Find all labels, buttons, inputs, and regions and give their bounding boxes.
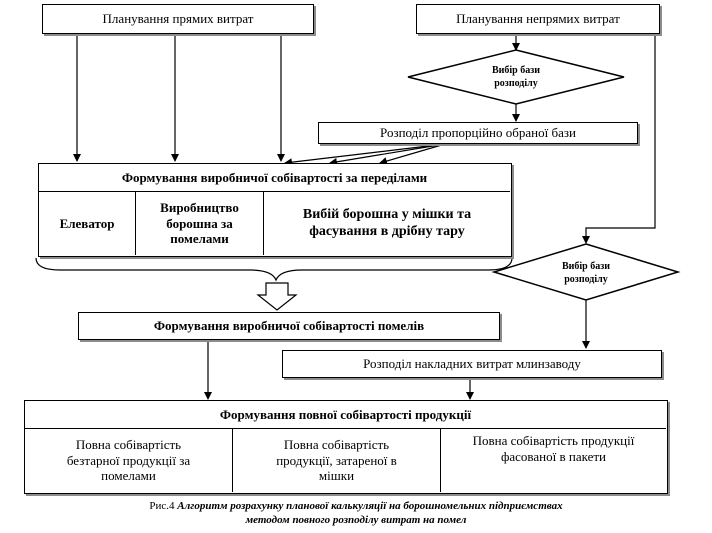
production-cost-grinds-box: Формування виробничої собівартості помел… (78, 312, 500, 340)
production-cost-grinds-label: Формування виробничої собівартості помел… (153, 317, 425, 333)
production-cost-stages-title: Формування виробничої собівартості за пе… (39, 164, 510, 192)
indirect-costs-box: Планування непрямих витрат (416, 4, 660, 34)
overhead-distribution-box: Розподіл накладних витрат млинзаводу (282, 350, 662, 378)
full-cost-bags: Повна собівартість продукції, затареної … (233, 429, 441, 492)
indirect-costs-label: Планування непрямих витрат (456, 10, 620, 26)
stage-packing: Вибій борошна у мішки та фасування в дрі… (302, 206, 472, 239)
caption-title-line1: Алгоритм розрахунку планової калькуляції… (177, 500, 563, 512)
overhead-distribution-label: Розподіл накладних витрат млинзаводу (363, 355, 581, 371)
full-cost-title: Формування повної собівартості продукції (25, 401, 666, 429)
direct-costs-box: Планування прямих витрат (42, 4, 314, 34)
decision-diamond-1 (407, 49, 625, 105)
stage-elevator: Елеватор (39, 192, 136, 255)
full-cost-packets: Повна собівартість продукції фасованої в… (472, 433, 635, 464)
caption-label: Рис.4 (149, 500, 178, 512)
distribute-base-label: Розподіл пропорційно обраної бази (380, 124, 576, 140)
production-cost-stages-box: Формування виробничої собівартості за пе… (38, 163, 512, 257)
full-cost-bulk: Повна собівартість безтарної продукції з… (25, 429, 233, 492)
choose-base-2-label: Вибір бази розподілу (561, 260, 611, 286)
distribute-base-box: Розподіл пропорційно обраної бази (318, 122, 638, 144)
stage-flour-production: Виробництво борошна за помелами (136, 192, 264, 255)
decision-diamond-2 (491, 243, 681, 301)
choose-base-1-label: Вибір бази розподілу (491, 64, 541, 90)
full-cost-box: Формування повної собівартості продукції… (24, 400, 668, 494)
figure-caption: Рис.4 Алгоритм розрахунку планової кальк… (0, 499, 712, 528)
direct-costs-label: Планування прямих витрат (102, 10, 254, 26)
caption-title-line2: методом повного розподілу витрат на поме… (245, 514, 467, 527)
